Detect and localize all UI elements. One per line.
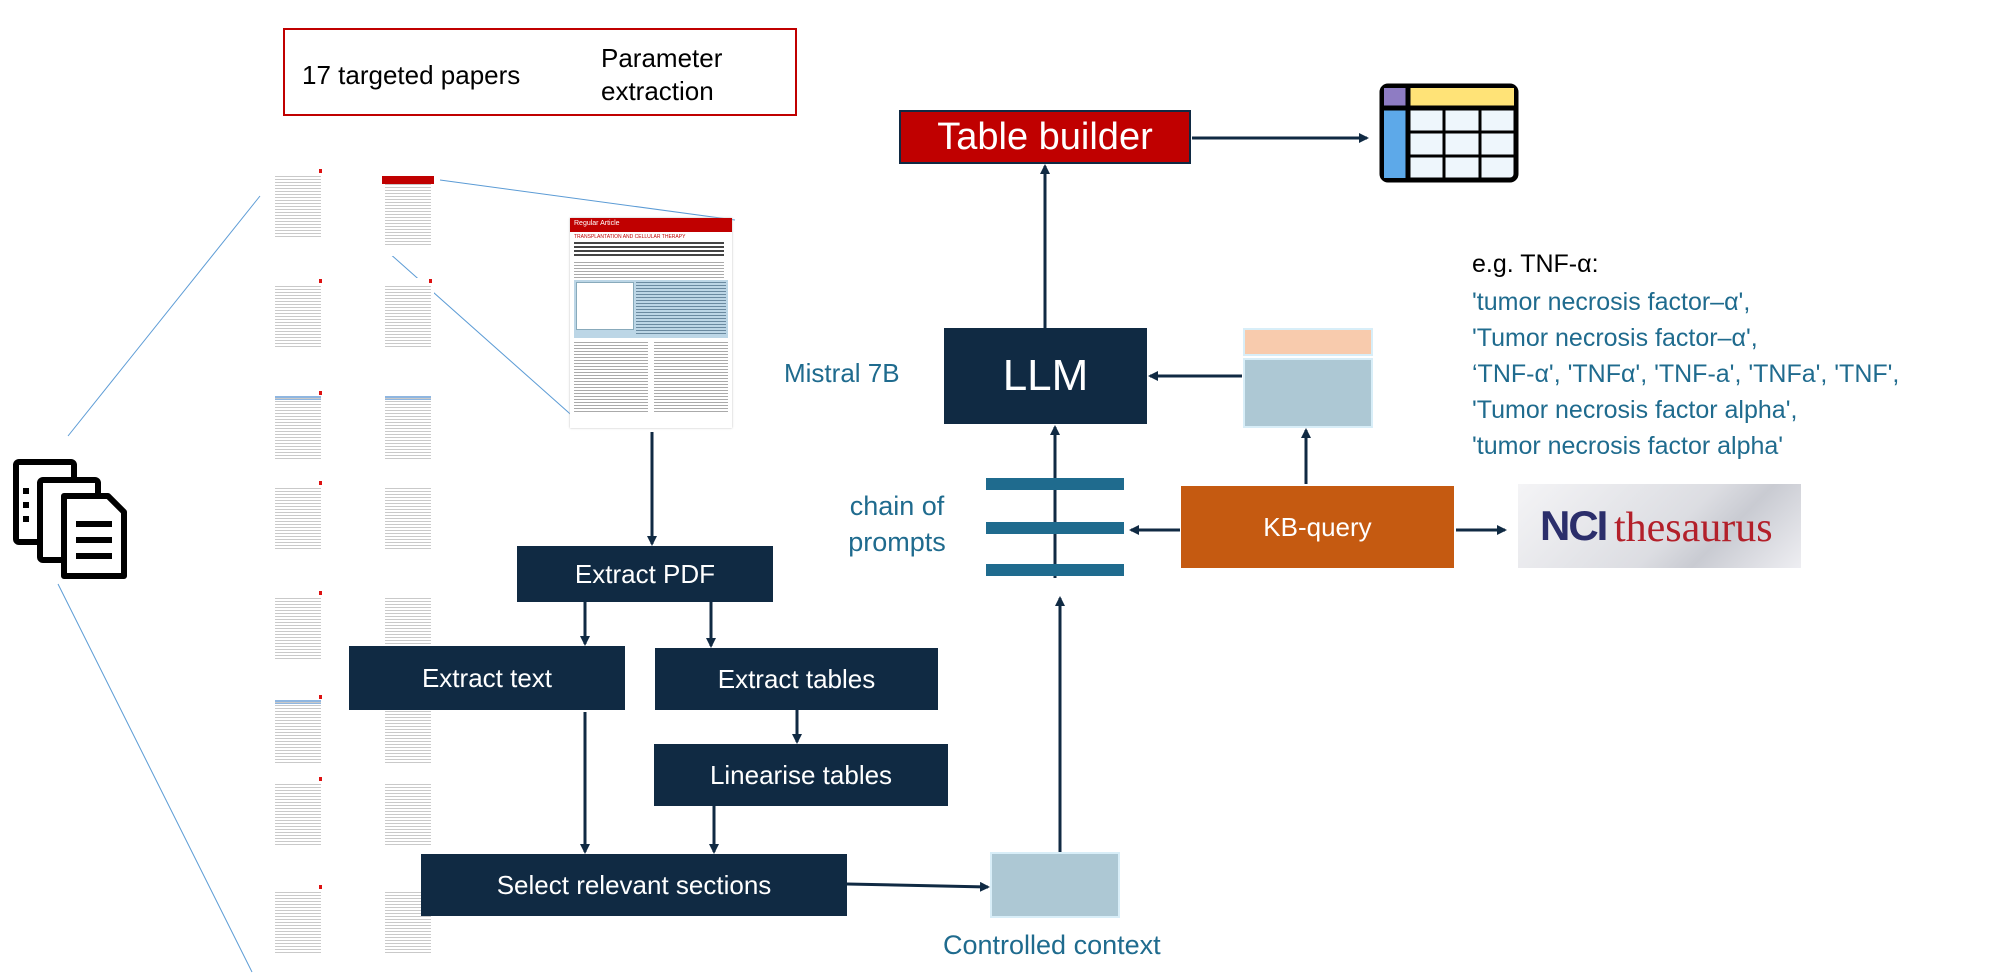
nci-thesaurus-logo: NCI thesaurus bbox=[1518, 484, 1801, 568]
extract-text-box: Extract text bbox=[349, 646, 625, 710]
header-box: 17 targeted papers Parameter extraction bbox=[283, 28, 797, 116]
arrow-select-to-context bbox=[846, 881, 990, 892]
page-thumbnail bbox=[382, 480, 434, 560]
llm-box: LLM bbox=[944, 328, 1147, 424]
page-thumbnail bbox=[272, 278, 324, 358]
page-thumbnail bbox=[272, 590, 324, 670]
page-thumbnail bbox=[382, 390, 434, 470]
prompt-bar-1 bbox=[986, 478, 1124, 490]
page-thumbnail bbox=[272, 390, 324, 470]
synonym-item: 'Tumor necrosis factor alpha', bbox=[1472, 396, 1798, 424]
kb-result-box bbox=[1243, 358, 1373, 428]
page-thumbnail bbox=[272, 884, 324, 964]
controlled-context-box bbox=[990, 852, 1120, 918]
controlled-context-label: Controlled context bbox=[943, 930, 1161, 960]
preview-highlight bbox=[574, 280, 728, 338]
synonym-list: 'tumor necrosis factor–α', 'Tumor necros… bbox=[1472, 284, 1899, 464]
kb-query-box: KB-query bbox=[1181, 486, 1454, 568]
example-heading: e.g. TNF-α: bbox=[1472, 250, 1599, 278]
chain-of-prompts-label: chain of prompts bbox=[848, 491, 946, 557]
logo-nci: NCI bbox=[1540, 502, 1608, 549]
paper-preview: Regular Article TRANSPLANTATION AND CELL… bbox=[570, 218, 732, 428]
table-builder-box: Table builder bbox=[899, 110, 1191, 164]
page-thumbnail bbox=[272, 168, 324, 248]
zoom-line-bottom bbox=[57, 583, 253, 973]
synonym-item: 'tumor necrosis factor–α', bbox=[1472, 288, 1751, 316]
linearise-tables-box: Linearise tables bbox=[654, 744, 948, 806]
zoom-line-preview-top bbox=[439, 179, 736, 221]
synonym-item: 'Tumor necrosis factor–α', bbox=[1472, 324, 1758, 352]
table-icon bbox=[1378, 82, 1520, 184]
page-thumbnail bbox=[382, 278, 434, 358]
logo-thesaurus: thesaurus bbox=[1614, 505, 1773, 551]
page-thumbnail bbox=[382, 776, 434, 856]
page-thumbnail bbox=[272, 480, 324, 560]
preview-header-bar: Regular Article bbox=[570, 218, 732, 232]
synonym-item: 'tumor necrosis factor alpha' bbox=[1472, 432, 1784, 460]
page-thumbnail bbox=[272, 694, 324, 774]
extraction-label: Parameter extraction bbox=[601, 43, 723, 106]
extract-tables-box: Extract tables bbox=[655, 648, 938, 710]
page-thumbnail bbox=[272, 776, 324, 856]
model-label: Mistral 7B bbox=[784, 358, 900, 388]
synonym-item: ‘TNF-α', 'TNFα', 'TNF-a', 'TNFa', 'TNF', bbox=[1472, 360, 1900, 388]
prompt-bar-3 bbox=[986, 564, 1124, 576]
preview-header: Regular Article bbox=[574, 220, 620, 227]
prompt-bar-2 bbox=[986, 522, 1124, 534]
kb-result-box-header bbox=[1243, 328, 1373, 356]
documents-icon bbox=[12, 458, 130, 582]
extract-pdf-box: Extract PDF bbox=[517, 546, 773, 602]
select-sections-box: Select relevant sections bbox=[421, 854, 847, 916]
papers-label: 17 targeted papers bbox=[302, 60, 521, 90]
page-thumbnail-selected bbox=[382, 176, 434, 256]
zoom-line-top bbox=[67, 195, 261, 437]
preview-subheader: TRANSPLANTATION AND CELLULAR THERAPY bbox=[574, 234, 686, 240]
